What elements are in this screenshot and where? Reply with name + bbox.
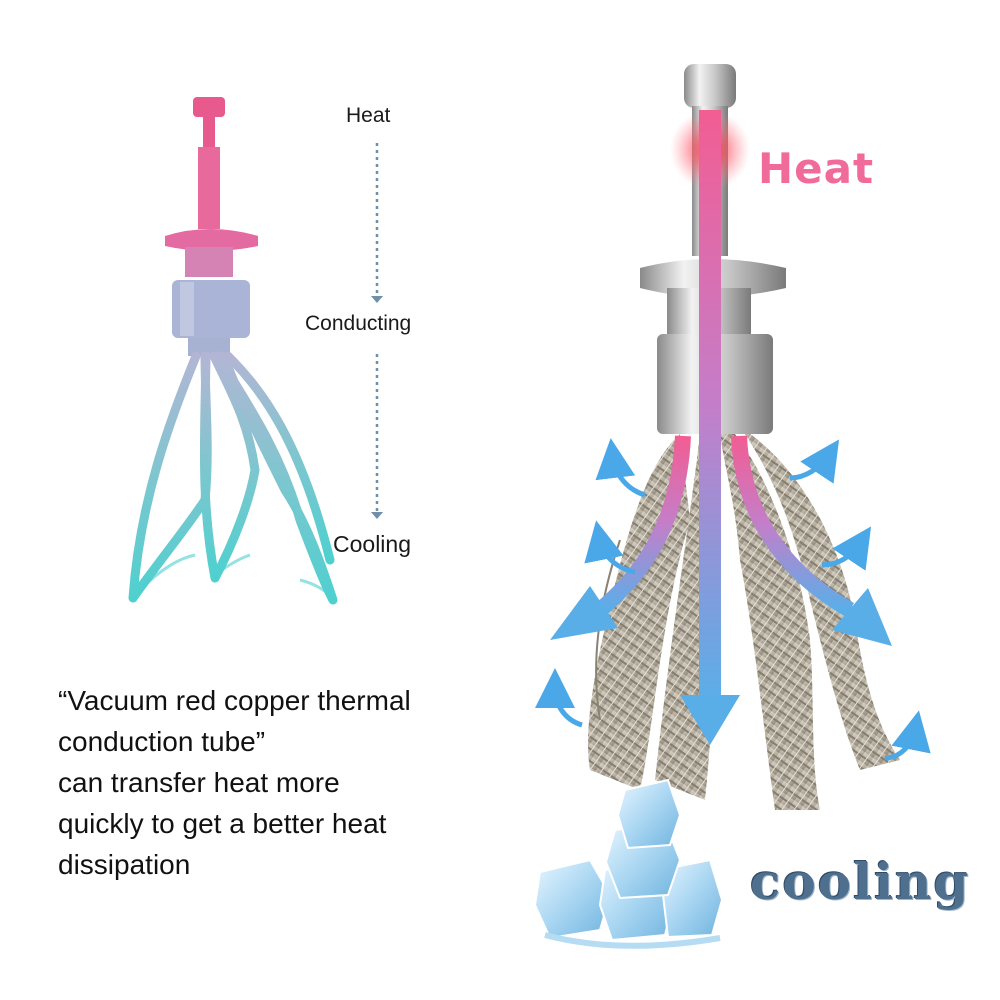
description-line: conduction tube” [58, 726, 266, 757]
description-line: “Vacuum red copper thermal [58, 685, 411, 716]
description-line: quickly to get a better heat [58, 808, 387, 839]
bulb-photo [588, 64, 900, 810]
photo-label-heat: Heat [758, 144, 875, 193]
small-cooling-arrows [535, 438, 931, 761]
ice-cubes-icon [533, 778, 724, 949]
mini-bulb-diagram [128, 97, 338, 605]
flow-label-heat: Heat [346, 104, 391, 127]
description-line: dissipation [58, 849, 191, 880]
photo-label-cooling: cooling [750, 852, 971, 911]
description-line: can transfer heat more [58, 767, 340, 798]
dotted-down-arrow-icon [371, 143, 383, 519]
flow-label-cooling: Cooling [333, 531, 411, 557]
description-text: “Vacuum red copper thermal conduction tu… [58, 680, 518, 885]
heat-flow-arrows [550, 110, 892, 745]
flow-label-conducting: Conducting [305, 312, 412, 335]
